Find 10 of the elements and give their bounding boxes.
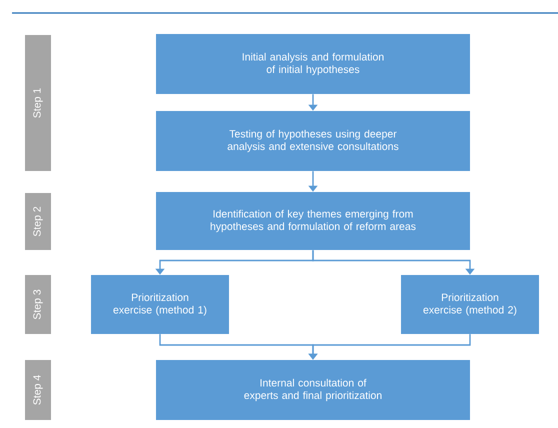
step-bar: Step 1 <box>25 35 51 171</box>
step-bar: Step 2 <box>25 193 51 250</box>
process-box: Prioritization exercise (method 1) <box>91 274 229 334</box>
process-box: Identification of key themes emerging from hypotheses and formulation of reform areas <box>156 192 470 250</box>
process-box: Initial analysis and formulation of initial hypotheses <box>156 34 470 94</box>
step-bar: Step 3 <box>25 274 51 334</box>
process-box: Testing of hypotheses using deeper analysis and extensive consultations <box>156 111 470 171</box>
process-box: Prioritization exercise (method 2) <box>401 274 539 334</box>
process-box: Internal consultation of experts and final prioritization <box>156 360 470 420</box>
step-bar: Step 4 <box>25 360 51 420</box>
